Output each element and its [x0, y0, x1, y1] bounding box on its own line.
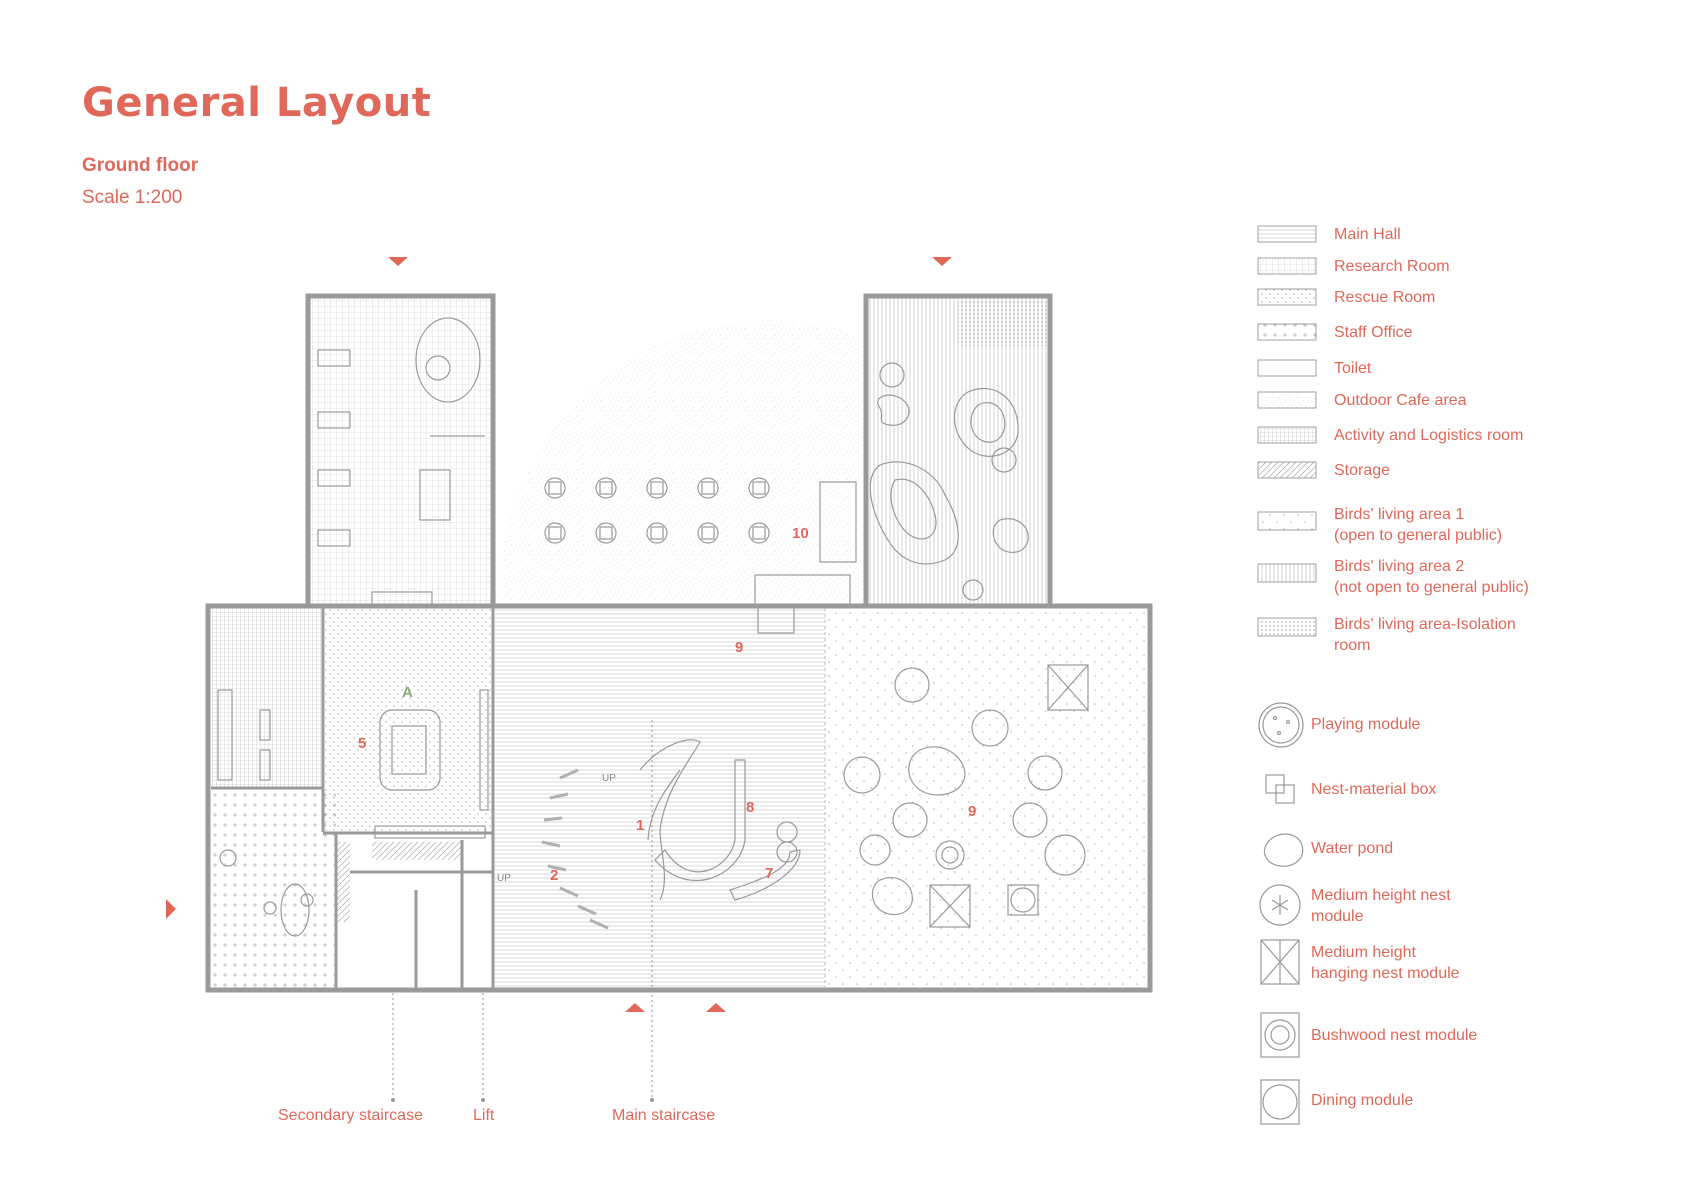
- stair-storage: [336, 842, 350, 922]
- isolation-room: [958, 296, 1050, 346]
- birds-living-area-2: [866, 296, 1050, 606]
- legend-water-pond: Water pond: [1311, 840, 1394, 857]
- cafe-table: [544, 522, 566, 544]
- legend-birds-area-2-line1: Birds' living area 2: [1334, 558, 1465, 575]
- cafe-table: [748, 477, 770, 499]
- legend-swatch-isolation: [1257, 617, 1317, 637]
- plan-label-2: 2: [550, 867, 558, 884]
- staff-office: [211, 790, 336, 988]
- legend-birds-area-2: Birds' living area 2 (not open to genera…: [1334, 556, 1529, 598]
- rescue-room: [323, 608, 493, 833]
- cafe-table: [697, 522, 719, 544]
- playing-module-icon: [1258, 702, 1304, 748]
- legend-swatch-staff-office: [1257, 323, 1317, 341]
- activity-logistics-room: [211, 608, 323, 788]
- hanging-nest-icon: [1260, 939, 1300, 985]
- up-label-main: UP: [602, 773, 616, 784]
- scale-label: Scale 1:200: [82, 187, 183, 208]
- legend-activity-logistics: Activity and Logistics room: [1334, 427, 1524, 444]
- legend-rescue-room: Rescue Room: [1334, 289, 1436, 306]
- legend-isolation-line2: room: [1334, 637, 1371, 654]
- plan-label-7: 7: [765, 865, 773, 882]
- legend-birds-area-1-line2: (open to general public): [1334, 527, 1503, 544]
- rescue-island: [379, 709, 441, 791]
- legend-hanging-nest-line2: hanging nest module: [1311, 965, 1460, 982]
- legend-bushwood-nest: Bushwood nest module: [1311, 1027, 1478, 1044]
- plan-label-1: 1: [636, 817, 644, 834]
- storage: [372, 842, 462, 860]
- legend-nest-material-box: Nest-material box: [1311, 781, 1437, 798]
- page-title: General Layout: [82, 80, 432, 126]
- floor-subtitle: Ground floor: [82, 155, 199, 176]
- legend-medium-nest-line1: Medium height nest: [1311, 887, 1451, 904]
- plan-label-a: A: [402, 684, 413, 701]
- research-room: [308, 296, 493, 606]
- legend-isolation-line1: Birds' living area-Isolation: [1334, 616, 1516, 633]
- legend-swatch-main-hall: [1257, 225, 1317, 243]
- dining-module: [894, 667, 930, 703]
- legend-outdoor-cafe: Outdoor Cafe area: [1334, 392, 1467, 409]
- cafe-table: [595, 477, 617, 499]
- legend-main-hall: Main Hall: [1334, 226, 1401, 243]
- legend-isolation-room: Birds' living area-Isolation room: [1334, 614, 1516, 656]
- plan-label-10: 10: [792, 525, 809, 542]
- legend-dining-module: Dining module: [1311, 1092, 1414, 1109]
- legend-playing-module: Playing module: [1311, 716, 1421, 733]
- nest-box-icon: [1265, 774, 1295, 804]
- legend-swatch-birds-area-1: [1257, 511, 1317, 531]
- water-pond-icon: [1263, 833, 1304, 867]
- up-label-secondary: UP: [497, 873, 511, 884]
- rescue-table: [415, 317, 481, 403]
- dining-module-icon: [1260, 1079, 1300, 1125]
- legend-hanging-nest: Medium height hanging nest module: [1311, 942, 1460, 984]
- main-hall: [495, 608, 825, 988]
- plan-label-5: 5: [358, 735, 366, 752]
- legend-swatch-rescue-room: [1257, 288, 1317, 306]
- legend-swatch-birds-area-2: [1257, 563, 1317, 583]
- birds-living-area-1: [825, 608, 1147, 988]
- legend-birds-area-2-line2: (not open to general public): [1334, 579, 1529, 596]
- plan-label-9a: 9: [735, 639, 743, 656]
- callout-lift: Lift: [473, 1107, 495, 1124]
- cafe-table: [595, 522, 617, 544]
- callout-secondary-staircase: Secondary staircase: [278, 1107, 423, 1124]
- legend-swatch-storage: [1257, 461, 1317, 479]
- outdoor-cafe-area: [495, 319, 865, 600]
- legend-hanging-nest-line1: Medium height: [1311, 944, 1416, 961]
- legend-swatch-outdoor-cafe: [1257, 391, 1317, 409]
- bushwood-nest-icon: [1260, 1012, 1300, 1058]
- plan-label-8: 8: [746, 799, 754, 816]
- callout-main-staircase: Main staircase: [612, 1107, 716, 1124]
- legend-swatch-activity-logistics: [1257, 426, 1317, 444]
- cafe-table: [748, 522, 770, 544]
- legend-medium-nest: Medium height nest module: [1311, 885, 1451, 927]
- legend-staff-office: Staff Office: [1334, 324, 1413, 341]
- cafe-table: [646, 477, 668, 499]
- legend-medium-nest-line2: module: [1311, 908, 1364, 925]
- plan-label-9b: 9: [968, 803, 976, 820]
- legend-research-room: Research Room: [1334, 258, 1450, 275]
- legend-storage: Storage: [1334, 462, 1391, 479]
- legend-swatch-research-room: [1257, 257, 1317, 275]
- cafe-table: [646, 522, 668, 544]
- cafe-table: [544, 477, 566, 499]
- cafe-table: [697, 477, 719, 499]
- legend-swatch-toilet: [1257, 359, 1317, 377]
- legend-birds-area-1-line1: Birds' living area 1: [1334, 506, 1465, 523]
- legend-birds-area-1: Birds' living area 1 (open to general pu…: [1334, 504, 1502, 546]
- legend-toilet: Toilet: [1334, 360, 1372, 377]
- medium-nest-icon: [1259, 884, 1301, 926]
